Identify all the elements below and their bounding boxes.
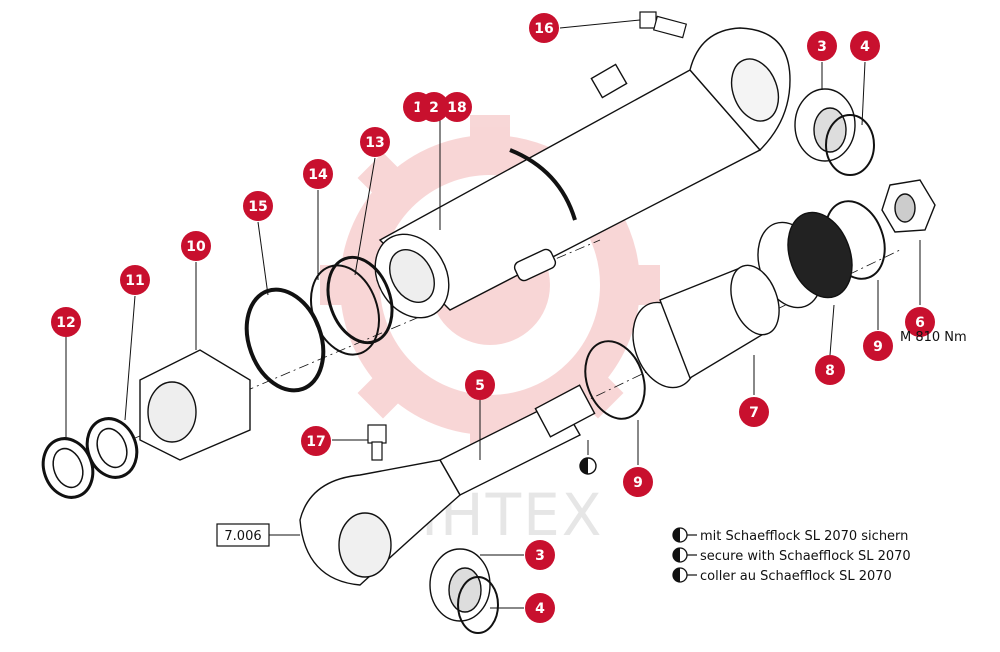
callout-label: 7 xyxy=(749,405,759,421)
guide-bushing xyxy=(632,264,780,389)
cylinder-tube xyxy=(374,63,762,319)
callout-3-top: 3 xyxy=(807,31,837,61)
callout-label: 10 xyxy=(186,239,206,255)
bearing-bottom xyxy=(429,548,499,634)
nut xyxy=(881,179,936,233)
callout-label: 3 xyxy=(535,548,545,564)
callout-4-top: 4 xyxy=(850,31,880,61)
callout-7: 7 xyxy=(739,397,769,427)
legend-text-en: secure with Schaefflock SL 2070 xyxy=(700,549,911,564)
callout-2: 2 xyxy=(419,92,449,122)
callout-label: 1 xyxy=(413,100,423,116)
callout-label: 12 xyxy=(56,315,75,331)
callout-label: 16 xyxy=(534,21,553,37)
callout-label: 2 xyxy=(429,100,439,116)
callout-label: 18 xyxy=(447,100,466,116)
legend-item-en: secure with Schaefflock SL 2070 xyxy=(672,547,911,564)
grease-nipple-rod xyxy=(367,424,387,461)
legend-item-de: mit Schaefflock SL 2070 sichern xyxy=(672,527,908,544)
callout-6: 6 xyxy=(905,307,935,337)
legend-item-fr: coller au Schaefflock SL 2070 xyxy=(672,567,892,584)
callout-9-top: 9 xyxy=(863,331,893,361)
callout-label: 4 xyxy=(860,39,870,55)
piston xyxy=(757,211,853,309)
legend: mit Schaefflock SL 2070 sichern secure w… xyxy=(672,527,911,584)
callout-label: 6 xyxy=(915,315,925,331)
callout-label: 9 xyxy=(633,475,643,491)
callout-4-bottom: 4 xyxy=(525,593,555,623)
legend-text-fr: coller au Schaefflock SL 2070 xyxy=(700,569,892,584)
ring-9-bottom xyxy=(584,340,646,420)
torque-note: M 810 Nm xyxy=(900,330,967,345)
callout-16: 16 xyxy=(529,13,559,43)
callout-label: 15 xyxy=(248,199,267,215)
callout-3-bottom: 3 xyxy=(525,540,555,570)
grease-nipple-top xyxy=(639,11,688,39)
callout-label: 8 xyxy=(825,363,835,379)
callout-5: 5 xyxy=(465,370,495,400)
callout-13: 13 xyxy=(360,127,390,157)
callouts: 1 2 18 16 3 4 13 14 15 10 11 12 5 17 6 9… xyxy=(51,13,935,623)
callout-12: 12 xyxy=(51,307,81,337)
bearing-top xyxy=(794,88,875,176)
callout-label: 14 xyxy=(308,167,328,183)
wiper-rings xyxy=(41,417,139,499)
callout-18: 18 xyxy=(442,92,472,122)
callout-17: 17 xyxy=(301,426,331,456)
callout-9-bottom: 9 xyxy=(623,467,653,497)
legend-text-de: mit Schaefflock SL 2070 sichern xyxy=(700,529,908,544)
reference-number: 7.006 xyxy=(224,529,261,544)
callout-label: 9 xyxy=(873,339,883,355)
callout-15: 15 xyxy=(243,191,273,221)
callout-label: 17 xyxy=(306,434,325,450)
callout-label: 11 xyxy=(125,273,144,289)
cylinder-head xyxy=(139,349,251,461)
callout-label: 3 xyxy=(817,39,827,55)
piston-rod xyxy=(299,384,596,586)
reference-box: 7.006 xyxy=(216,523,300,547)
callout-8: 8 xyxy=(815,355,845,385)
rear-eye xyxy=(689,27,791,152)
callout-11: 11 xyxy=(120,265,150,295)
callout-label: 13 xyxy=(365,135,384,151)
schaefflock-marker-icon xyxy=(579,457,597,475)
leader-lines xyxy=(65,19,921,609)
callout-label: 5 xyxy=(475,378,485,394)
callout-label: 4 xyxy=(535,601,545,617)
callout-10: 10 xyxy=(181,231,211,261)
callout-14: 14 xyxy=(303,159,333,189)
